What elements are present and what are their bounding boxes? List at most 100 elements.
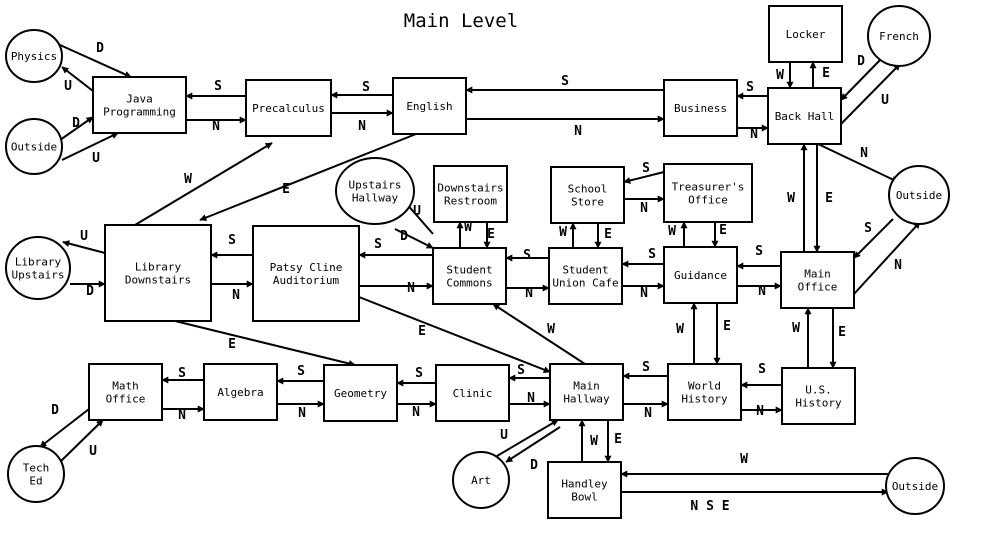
edge-math-teched (39, 408, 90, 448)
edge-libdown-precalc (134, 142, 273, 226)
node-english-shape (392, 77, 467, 135)
edge-outside-mainoffice (853, 218, 894, 259)
node-downstairs-restroom-shape (433, 165, 508, 223)
node-clinic: Clinic (435, 364, 510, 422)
edge-label-mainhallway-worldhistory: N (644, 406, 652, 421)
node-guidance: Guidance (663, 246, 738, 304)
node-school-store-shape (550, 166, 625, 224)
node-java-label: Java (126, 93, 153, 106)
edge-label-backhall-mainoffice: E (825, 191, 833, 206)
edge-label-guidance-mainoffice: N (758, 284, 766, 299)
node-geometry-label: Geometry (334, 387, 387, 400)
node-english: English (392, 77, 467, 135)
node-school-store-label: School (568, 183, 608, 196)
edge-label-backhall-business: S (746, 80, 754, 95)
node-french-shape (867, 5, 931, 67)
edge-label-mainhallway-handley: E (614, 432, 622, 447)
node-main-office-shape (780, 251, 855, 309)
node-library-downstairs-label: Library (135, 261, 182, 274)
node-tech-ed-label: Tech (23, 462, 50, 475)
node-main-hallway-label: Main (573, 380, 600, 393)
node-world-history-label: World (688, 380, 721, 393)
edge-label-java-physics: U (64, 79, 72, 94)
node-geometry: Geometry (323, 364, 398, 422)
edge-treasurer-store (623, 171, 665, 184)
edge-label-commons-cafe: N (525, 286, 533, 301)
edge-label-outside-handley: W (740, 452, 748, 467)
node-business-label: Business (674, 102, 727, 115)
edge-label-geometry-algebra: S (297, 364, 305, 379)
edge-label-business-backhall: N (750, 127, 758, 142)
node-outside-s: Outside (885, 457, 945, 515)
node-locker: Locker (768, 5, 843, 63)
node-art: Art (452, 451, 510, 509)
node-student-commons-label: Student (446, 264, 492, 277)
node-outside-e-label: Outside (896, 189, 942, 202)
edge-label-outside-mainoffice: S (864, 221, 872, 236)
diagram-title: Main Level (404, 10, 518, 32)
edge-label-cafe-store: W (559, 225, 567, 240)
node-french: French (867, 5, 931, 67)
edge-label-precalc-java: S (214, 79, 222, 94)
node-english-label: English (406, 100, 452, 113)
node-student-commons-shape (432, 247, 507, 305)
node-library-upstairs-shape (5, 236, 71, 300)
node-guidance-label: Guidance (674, 269, 727, 282)
edge-java-physics (61, 66, 94, 92)
edge-label-backhall-french: U (881, 93, 889, 108)
node-outside-s-label: Outside (892, 480, 938, 493)
node-us-history: U.S.History (781, 367, 856, 425)
edge-upstairs-commons (394, 228, 434, 249)
edge-label-math-teched: D (51, 403, 59, 418)
node-library-upstairs-label: Library (15, 256, 62, 269)
node-algebra-shape (203, 363, 278, 421)
edge-label-mainoffice-ushistory: E (838, 325, 846, 340)
edge-label-libdown-patsy: N (232, 288, 240, 303)
node-back-hall-label: Back Hall (775, 110, 835, 123)
node-geometry-shape (323, 364, 398, 422)
edge-label-mainhallway-clinic: S (517, 363, 525, 378)
edge-label-guidance-worldhistory: E (723, 319, 731, 334)
edge-label-handley-outside: N S E (690, 499, 729, 514)
edge-label-treasurer-store: S (642, 161, 650, 176)
node-java-label: Programming (103, 106, 176, 119)
edge-label-mainhallway-art: D (530, 458, 538, 473)
node-art-shape (452, 451, 510, 509)
edge-label-clinic-geometry: S (415, 366, 423, 381)
node-back-hall: Back Hall (767, 87, 842, 145)
node-tech-ed-label: Ed (29, 475, 42, 488)
node-handley-bowl-label: Handley (561, 478, 608, 491)
edge-mainhallway-commons (492, 303, 586, 365)
node-main-hallway-shape (549, 363, 624, 421)
node-physics-shape (5, 29, 63, 83)
edge-label-backhall-locker: E (822, 66, 830, 81)
node-tech-ed-shape (7, 445, 65, 503)
node-algebra: Algebra (203, 363, 278, 421)
node-patsy-cline-label: Auditorium (273, 274, 340, 287)
edge-label-treasurer-guidance: E (719, 223, 727, 238)
edge-label-mainoffice-outside: N (894, 258, 902, 273)
edge-label-guidance-treasurer: W (668, 224, 676, 239)
edge-physics-java (59, 44, 132, 78)
edge-label-algebra-math: S (178, 366, 186, 381)
node-algebra-label: Algebra (217, 386, 263, 399)
edge-label-libdown-precalc: W (184, 172, 192, 187)
node-us-history-label: History (795, 397, 842, 410)
node-outside-nw: Outside (5, 118, 63, 175)
node-patsy-cline-shape (252, 225, 360, 322)
node-upstairs-hallway-shape (335, 157, 415, 225)
node-treasurers-office-label: Treasurer's (672, 181, 745, 194)
node-main-hallway-label: Hallway (563, 393, 610, 406)
edge-label-cafe-guidance: N (640, 286, 648, 301)
edge-french-backhall (840, 57, 883, 101)
edge-libdown-libup (62, 240, 106, 254)
